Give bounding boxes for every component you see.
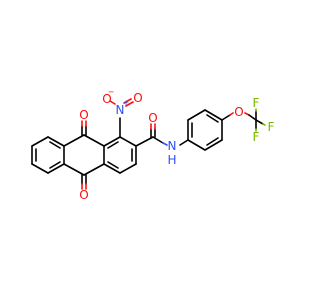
atom-nitro-oxygen-right: O (133, 91, 142, 105)
molecule-structure: O − N + O O O O N H O F F F (31, 88, 275, 203)
atom-ether-oxygen: O (234, 105, 243, 119)
trifluoromethoxy-bonds (221, 108, 266, 132)
phenyl-ring (187, 109, 223, 151)
atom-amide-oxygen: O (148, 111, 157, 125)
molecule-canvas: O − N + O O O O N H O F F F (31, 88, 275, 203)
right-benzene-ring (103, 136, 137, 174)
ketone-top-bond (81, 120, 87, 136)
atom-nitro-nitrogen: N (116, 103, 125, 117)
atom-fluorine-right: F (268, 120, 275, 134)
atom-ketone-oxygen-bottom: O (79, 188, 88, 202)
quinone-ring (63, 134, 105, 176)
nitro-oxygen-charge: − (108, 88, 115, 97)
atom-fluorine-bottom: F (253, 130, 260, 144)
atom-amide-nitrogen: N (168, 139, 177, 153)
nitro-group-bonds (109, 98, 134, 138)
left-benzene-ring (31, 136, 65, 174)
atom-amide-hydrogen: H (167, 153, 176, 167)
nitro-nitrogen-charge: + (123, 99, 130, 108)
atom-ketone-oxygen-top: O (79, 108, 88, 122)
ketone-bottom-bond (81, 174, 87, 190)
amide-bonds (135, 123, 189, 147)
atom-labels: O − N + O O O O N H O F F F (79, 88, 274, 203)
atom-nitro-oxygen-left: O (102, 92, 111, 106)
atom-fluorine-top: F (253, 96, 260, 110)
